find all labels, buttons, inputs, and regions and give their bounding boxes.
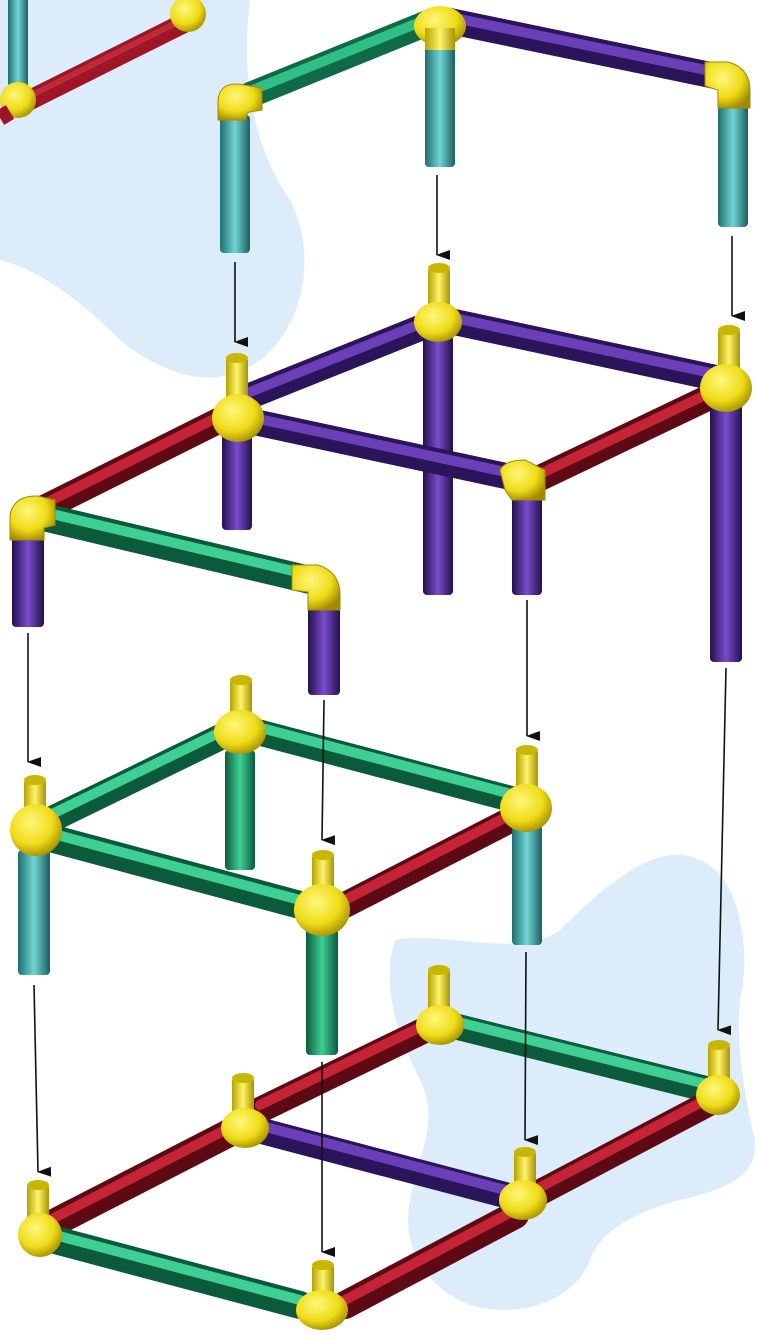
background-blob-top (0, 0, 304, 377)
arrow-u-right (322, 700, 324, 840)
arrow-green-right (525, 952, 526, 1140)
arrow-green-left (34, 985, 38, 1172)
top-frame (218, 6, 750, 253)
left-green-u-frame (10, 496, 340, 695)
